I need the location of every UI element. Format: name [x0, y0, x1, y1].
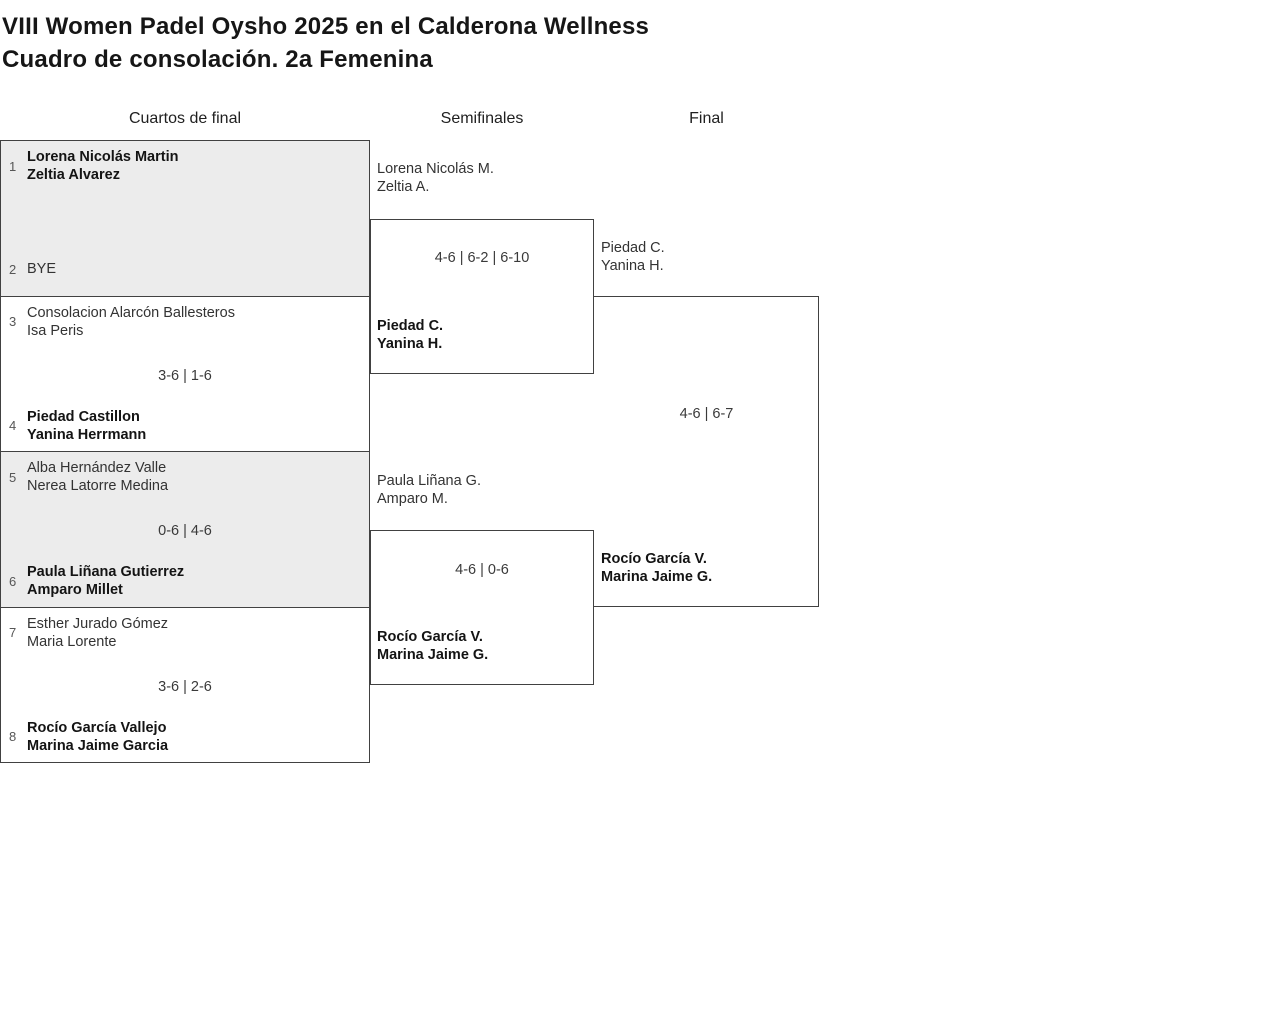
- team-names: Esther Jurado Gómez Maria Lorente: [27, 615, 168, 651]
- page-title-line1: VIII Women Padel Oysho 2025 en el Calder…: [2, 13, 650, 40]
- team-entry: 5 Alba Hernández Valle Nerea Latorre Med…: [1, 459, 168, 495]
- team-entry: 4 Piedad Castillon Yanina Herrmann: [1, 408, 146, 444]
- final-score: 4-6 | 6-7: [679, 406, 734, 422]
- final-team-top: Piedad C. Yanina H.: [601, 239, 665, 275]
- player-name: Consolacion Alarcón Ballesteros: [27, 304, 235, 321]
- sf-match-1-box: [370, 219, 594, 374]
- player-name: Rocío García Vallejo: [27, 719, 167, 736]
- player-name: Marina Jaime G.: [601, 569, 713, 585]
- player-name: Maria Lorente: [27, 633, 117, 650]
- sf2-score: 4-6 | 0-6: [455, 562, 509, 578]
- player-name: Amparo Millet: [27, 582, 123, 598]
- player-name: Alba Hernández Valle: [27, 460, 167, 476]
- player-name: Zeltia Alvarez: [27, 167, 120, 183]
- final-team-bottom: Rocío García V. Marina Jaime G.: [601, 550, 712, 586]
- player-name: Amparo M.: [377, 491, 448, 507]
- player-name: Rocío García V.: [377, 629, 483, 645]
- player-name: BYE: [27, 261, 57, 277]
- sf2-team-bottom: Rocío García V. Marina Jaime G.: [377, 628, 488, 664]
- match-score: 3-6 | 2-6: [158, 678, 212, 695]
- qf-match-3: 5 Alba Hernández Valle Nerea Latorre Med…: [1, 451, 369, 607]
- seed-number: 6: [9, 573, 17, 589]
- team-names: BYE: [27, 260, 56, 278]
- quarterfinals-column: 1 Lorena Nicolás Martin Zeltia Alvarez 2…: [0, 140, 370, 763]
- player-name: Zeltia A.: [377, 179, 430, 195]
- seed-number: 7: [9, 625, 17, 640]
- player-name: Lorena Nicolás M.: [377, 161, 494, 177]
- player-name: Piedad C.: [601, 240, 665, 256]
- player-name: Rocío García V.: [601, 551, 707, 567]
- team-entry: 8 Rocío García Vallejo Marina Jaime Garc…: [1, 719, 168, 755]
- player-name: Piedad C.: [377, 318, 444, 334]
- team-names: Alba Hernández Valle Nerea Latorre Medin…: [27, 459, 168, 495]
- final-match-box: [594, 296, 819, 607]
- seed-number: 5: [9, 469, 17, 485]
- sf2-team-top: Paula Liñana G. Amparo M.: [377, 472, 481, 508]
- player-name: Paula Liñana G.: [377, 473, 481, 489]
- sf1-score: 4-6 | 6-2 | 6-10: [434, 250, 530, 266]
- team-names: Paula Liñana Gutierrez Amparo Millet: [27, 563, 184, 599]
- qf-match-4: 7 Esther Jurado Gómez Maria Lorente 3-6 …: [1, 606, 369, 762]
- player-name: Yanina H.: [601, 258, 664, 274]
- round-header-final: Final: [689, 110, 724, 127]
- seed-number: 4: [9, 418, 17, 433]
- team-entry: 7 Esther Jurado Gómez Maria Lorente: [1, 615, 168, 651]
- player-name: Marina Jaime G.: [377, 647, 489, 663]
- player-name: Yanina H.: [377, 336, 443, 352]
- player-name: Paula Liñana Gutierrez: [27, 564, 185, 580]
- match-score: 3-6 | 1-6: [158, 367, 212, 384]
- player-name: Marina Jaime Garcia: [27, 737, 169, 754]
- team-names: Consolacion Alarcón Ballesteros Isa Peri…: [27, 304, 235, 340]
- player-name: Nerea Latorre Medina: [27, 478, 169, 494]
- sf1-team-top: Lorena Nicolás M. Zeltia A.: [377, 160, 494, 196]
- team-names: Piedad Castillon Yanina Herrmann: [27, 408, 146, 444]
- round-header-semifinals: Semifinales: [440, 110, 524, 127]
- player-name: Piedad Castillon: [27, 408, 140, 425]
- player-name: Esther Jurado Gómez: [27, 615, 169, 632]
- team-entry: 3 Consolacion Alarcón Ballesteros Isa Pe…: [1, 304, 235, 340]
- seed-number: 3: [9, 314, 17, 329]
- seed-number: 1: [9, 158, 17, 174]
- seed-number: 8: [9, 729, 17, 744]
- match-score: 0-6 | 4-6: [158, 523, 212, 539]
- seed-number: 2: [9, 261, 17, 277]
- player-name: Yanina Herrmann: [27, 426, 147, 443]
- sf1-team-bottom: Piedad C. Yanina H.: [377, 317, 443, 353]
- team-names: Lorena Nicolás Martin Zeltia Alvarez: [27, 148, 178, 184]
- player-name: Isa Peris: [27, 322, 84, 339]
- player-name: Lorena Nicolás Martin: [27, 149, 179, 165]
- team-entry: 6 Paula Liñana Gutierrez Amparo Millet: [1, 563, 184, 599]
- page-title: VIII Women Padel Oysho 2025 en el Calder…: [2, 10, 649, 76]
- round-header-quarterfinals: Cuartos de final: [128, 110, 242, 127]
- team-names: Rocío García Vallejo Marina Jaime Garcia: [27, 719, 168, 755]
- sf-match-2-box: [370, 530, 594, 685]
- page-title-line2: Cuadro de consolación. 2a Femenina: [2, 46, 433, 73]
- qf-match-1: 1 Lorena Nicolás Martin Zeltia Alvarez 2…: [1, 141, 369, 296]
- team-entry: 1 Lorena Nicolás Martin Zeltia Alvarez: [1, 148, 178, 184]
- qf-match-2: 3 Consolacion Alarcón Ballesteros Isa Pe…: [1, 295, 369, 451]
- team-entry: 2 BYE: [1, 260, 56, 278]
